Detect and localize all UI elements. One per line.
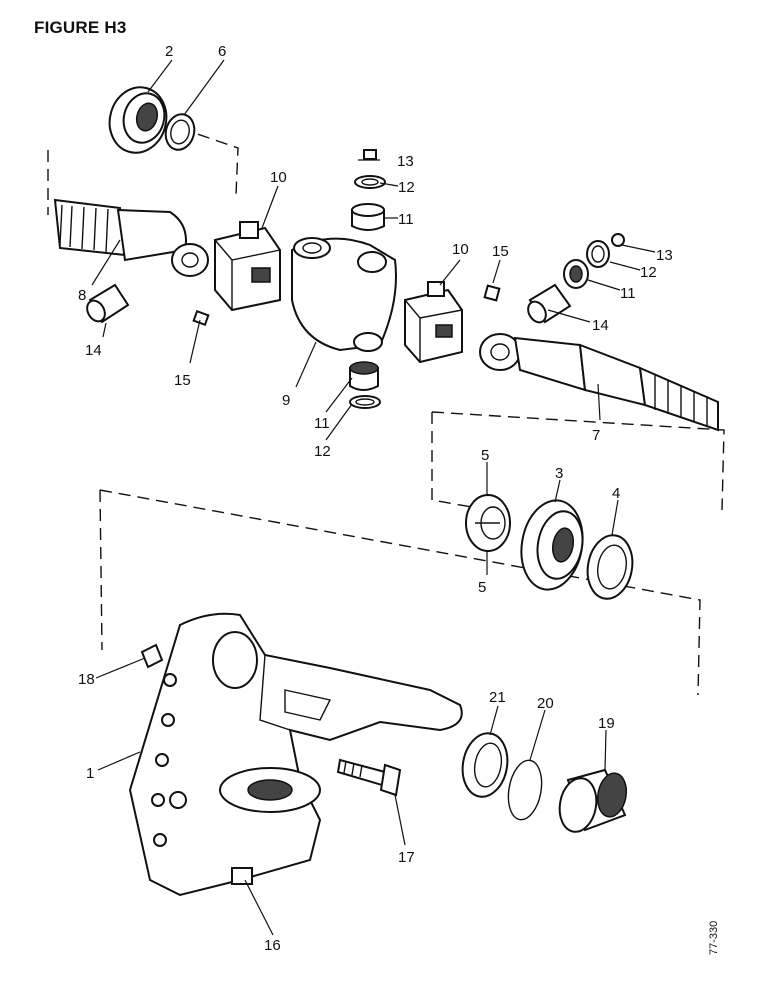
housing-1	[128, 612, 463, 897]
callout-3: 3	[555, 465, 563, 482]
callout-2: 2	[165, 43, 173, 60]
seal-4	[586, 534, 634, 600]
callout-11-top: 11	[398, 211, 414, 228]
callout-20: 20	[537, 695, 554, 712]
output-shaft-7	[479, 333, 719, 432]
callout-13-top: 13	[397, 153, 414, 170]
callout-14-left: 14	[85, 342, 102, 359]
callout-11-bottom: 11	[314, 415, 330, 432]
callout-14-right: 14	[592, 317, 609, 334]
screw-13-top	[363, 149, 377, 160]
needle-cap-11-bottom	[349, 361, 379, 391]
seal-21	[461, 732, 509, 798]
callout-16: 16	[264, 937, 281, 954]
callout-21: 21	[489, 689, 506, 706]
callout-5-bottom: 5	[478, 579, 486, 596]
callout-19: 19	[598, 715, 615, 732]
yoke-block-10-right	[404, 281, 463, 364]
snap-ring-20	[507, 759, 543, 821]
callout-8: 8	[78, 287, 86, 304]
callout-4: 4	[612, 485, 620, 502]
splined-shaft-8	[53, 198, 209, 277]
screw-13-right	[611, 233, 625, 247]
yoke-housing-9	[291, 237, 397, 352]
callout-7: 7	[592, 427, 600, 444]
grease-nipple-18	[140, 643, 164, 669]
callout-1: 1	[86, 765, 94, 782]
bearing-3	[520, 499, 584, 591]
cap-11-top	[351, 203, 385, 231]
callout-15-right: 15	[492, 243, 509, 260]
callout-10-right: 10	[452, 241, 469, 258]
callout-12-top: 12	[398, 179, 415, 196]
needle-bearing-19	[558, 768, 628, 833]
dashed-outline-housing	[99, 489, 701, 696]
bearing-2	[108, 86, 168, 154]
callout-11-right: 11	[620, 285, 636, 302]
callout-18: 18	[78, 671, 95, 688]
seal-12-top	[354, 175, 386, 189]
yoke-block-10-left	[214, 221, 281, 312]
callout-17: 17	[398, 849, 415, 866]
set-screw-15-right	[483, 284, 501, 302]
figure-title: FIGURE H3	[34, 18, 127, 37]
callout-12-right: 12	[640, 264, 657, 281]
callout-5-top: 5	[481, 447, 489, 464]
leader-lines	[91, 59, 656, 936]
pin-14-left	[86, 283, 130, 324]
callout-10-left: 10	[270, 169, 287, 186]
pin-14-right	[527, 283, 572, 324]
callout-13-right: 13	[656, 247, 673, 264]
dashed-outline-shaft	[431, 411, 725, 513]
seal-12-bottom	[349, 395, 381, 409]
callout-6: 6	[218, 43, 226, 60]
bolt-17	[336, 758, 402, 797]
ring-6	[164, 113, 196, 151]
callout-9: 9	[282, 392, 290, 409]
callout-labels: 2 6 10 13 12 11 8 14 15 9 11 12 10 15 13…	[78, 43, 673, 954]
seal-12-right	[586, 240, 610, 268]
callout-12-bottom: 12	[314, 443, 331, 460]
set-screw-15-left	[192, 309, 210, 327]
plug-16	[231, 867, 253, 885]
split-collar-5	[465, 494, 511, 552]
callout-15-left: 15	[174, 372, 191, 389]
needle-cap-11-right	[563, 259, 589, 289]
dashed-outline-upper	[47, 127, 239, 215]
